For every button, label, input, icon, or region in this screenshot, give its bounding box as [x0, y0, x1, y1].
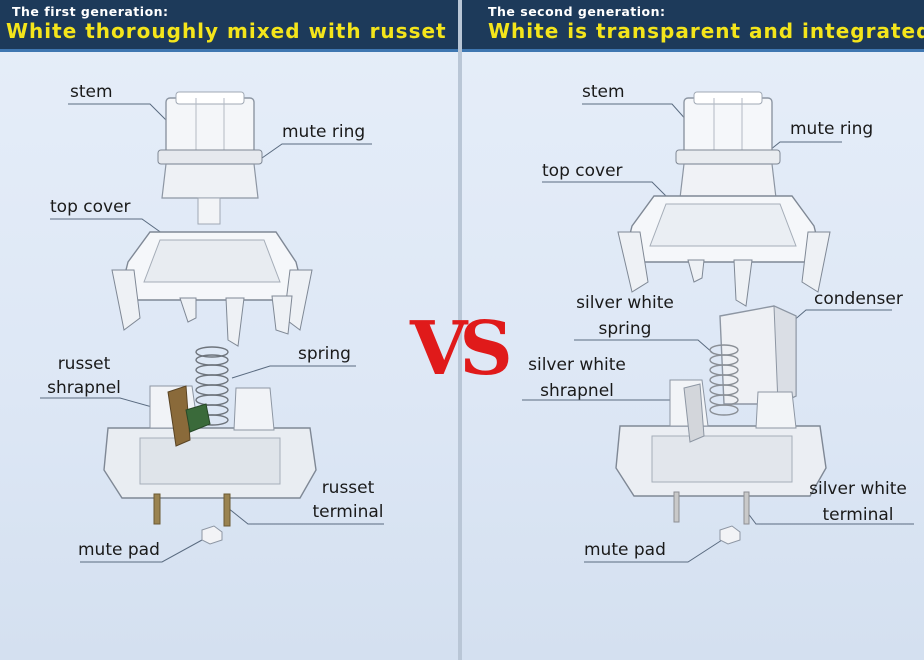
first-generation-subtitle: The first generation:	[12, 4, 169, 19]
stem-part	[157, 91, 263, 225]
first-generation-header: The first generation: White thoroughly m…	[0, 0, 458, 52]
versus-mark: VS	[410, 306, 513, 392]
label-stem: stem	[70, 82, 113, 102]
label-mute-pad: mute pad	[78, 540, 160, 560]
label-top-cover: top cover	[50, 197, 131, 217]
label-silver-white-terminal-line2: terminal	[822, 505, 894, 525]
label-russet-shrapnel-line1: russet	[57, 354, 111, 374]
silver-white-terminal-part	[673, 491, 680, 523]
label-mute-ring: mute ring	[790, 119, 874, 139]
silver-white-spring-part	[709, 344, 739, 416]
first-generation-panel: The first generation: White thoroughly m…	[0, 0, 458, 660]
label-condenser: condenser	[814, 289, 903, 309]
second-generation-header: The second generation: White is transpar…	[462, 0, 924, 52]
label-spring: spring	[298, 344, 351, 364]
second-generation-subtitle: The second generation:	[488, 4, 666, 19]
top-cover-part	[111, 231, 313, 347]
label-top-cover: top cover	[542, 161, 623, 181]
header-rule	[462, 49, 924, 52]
second-generation-title: White is transparent and integrated	[488, 19, 924, 43]
second-generation-panel: The second generation: White is transpar…	[462, 0, 924, 660]
label-silver-white-spring-line2: spring	[598, 319, 652, 339]
top-cover-part	[617, 195, 831, 307]
label-stem: stem	[582, 82, 625, 102]
label-silver-white-spring-line1: silver white	[576, 293, 674, 313]
second-generation-switch-illustration	[522, 91, 914, 563]
header-rule	[0, 49, 458, 52]
russet-shrapnel-part	[167, 385, 191, 447]
panel-divider	[458, 0, 462, 660]
label-silver-white-terminal-line1: silver white	[809, 479, 907, 499]
label-silver-white-shrapnel-line2: shrapnel	[540, 381, 614, 401]
mute-pad-part	[719, 525, 741, 545]
label-russet-terminal-line2: terminal	[312, 502, 384, 522]
first-generation-switch-illustration	[40, 91, 384, 563]
russet-terminal-part	[153, 493, 161, 525]
silver-white-shrapnel-part	[683, 383, 705, 443]
mute-pad-part	[201, 525, 223, 545]
stem-part	[675, 91, 781, 199]
label-russet-terminal-line1: russet	[321, 478, 375, 498]
label-mute-ring: mute ring	[282, 122, 366, 142]
label-russet-shrapnel-line2: shrapnel	[47, 378, 121, 398]
first-generation-title: White thoroughly mixed with russet	[6, 19, 447, 43]
bottom-housing-part	[103, 385, 317, 499]
label-silver-white-shrapnel-line1: silver white	[528, 355, 626, 375]
label-mute-pad: mute pad	[584, 540, 666, 560]
